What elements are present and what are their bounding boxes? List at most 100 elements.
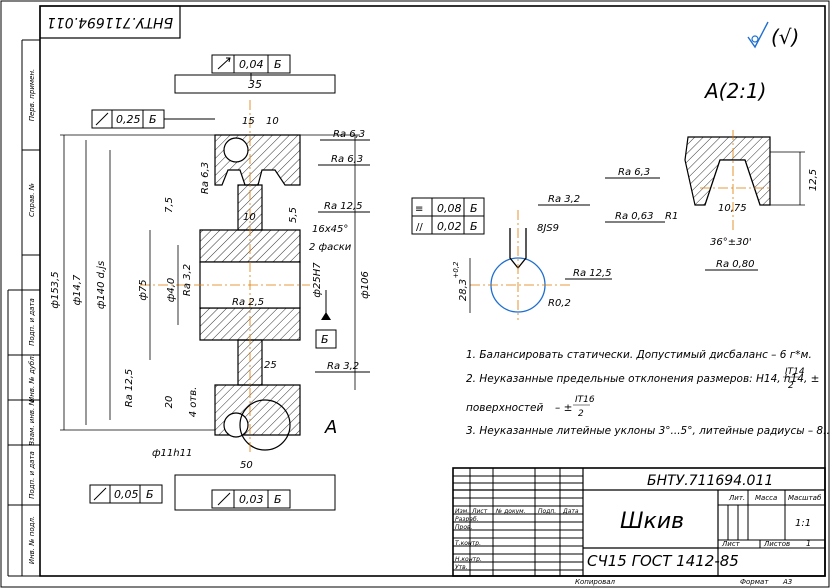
left-runout-value: 0,25: [116, 113, 141, 126]
dim-153: ф153,5: [50, 271, 61, 308]
dim-25: 25: [264, 360, 277, 371]
dim-12-5: 12,5: [808, 169, 819, 191]
tb-ndoc: № докум.: [495, 508, 526, 515]
key-sym-value: 0,08: [437, 202, 462, 215]
dim-4-holes: 4 отв.: [188, 387, 199, 418]
section-label-a: А: [324, 417, 337, 438]
dim-50: 50: [240, 460, 253, 471]
bottom-left-runout-base: Б: [146, 488, 154, 501]
roughness-sign-text: (√): [771, 25, 799, 49]
dimension-50-frame: [174, 474, 336, 511]
dim-147: ф14,7: [72, 274, 83, 305]
key-sym-base: Б: [470, 202, 478, 215]
tb-listov: Листов: [763, 540, 790, 548]
tb-kopiroval: Копировал: [575, 578, 616, 586]
bottom-left-runout-value: 0,05: [114, 488, 139, 501]
dim-10b: 10: [243, 212, 256, 223]
dim-25h7: ф25Н7: [312, 262, 323, 298]
dim-75: ф75: [138, 279, 149, 300]
ra-125-a: Ra 12,5: [324, 201, 363, 212]
tb-data: Дата: [562, 508, 579, 515]
note-2-frac2-top: IT16: [575, 395, 595, 405]
section-a-detail: [684, 130, 805, 230]
ra-63-b: Ra 6,3: [331, 154, 363, 165]
tb-massa: Масса: [755, 494, 777, 502]
tb-scale-value: 1:1: [795, 518, 811, 529]
tb-podp: Подп.: [538, 508, 556, 515]
note-1: 1. Балансировать статически. Допустимый …: [466, 349, 812, 361]
ra-25: Ra 2,5: [232, 297, 264, 308]
podp-data-label-2: Подп. и дата: [28, 451, 36, 499]
dim-40: ф4,0: [166, 278, 177, 302]
tb-list: Лист: [721, 540, 741, 548]
left-runout-base: Б: [149, 113, 157, 126]
podp-data-label-1: Подп. и дата: [28, 298, 36, 346]
key-par-value: 0,02: [437, 220, 462, 233]
general-roughness-sign: (√): [747, 21, 799, 49]
tb-izm: Изм.: [455, 508, 469, 515]
top-runout-base: Б: [274, 58, 282, 71]
dim-15: 15: [242, 116, 255, 127]
dim-5-5: 5,5: [288, 207, 299, 223]
tb-format: Формат: [740, 578, 769, 586]
tb-utv: Утв.: [455, 564, 468, 571]
section-a-title: А(2:1): [703, 79, 766, 103]
dim-10a: 10: [266, 116, 279, 127]
note-2-frac-bot: 2: [788, 381, 794, 391]
tb-tkontr: Т.контр.: [455, 540, 481, 547]
tb-listov-value: 1: [806, 539, 811, 548]
inv-dubl-label: Инв. № дубл.: [28, 354, 36, 402]
perv-primen-label: Перв. примен.: [28, 69, 36, 122]
vzam-inv-label: Взам. инв. №: [28, 398, 36, 446]
tb-nkontr: Н.контр.: [455, 556, 482, 563]
tolerance-frame-top: 0,04 Б: [211, 54, 291, 80]
datum-b: Б: [315, 290, 337, 349]
ra-63-a: Ra 6,3: [333, 129, 365, 140]
dim-20: 20: [164, 396, 175, 409]
note-2-a: 2. Неуказанные предельные отклонения раз…: [466, 373, 819, 385]
inv-podl-label: Инв. № подл.: [28, 516, 36, 564]
ra-063: Ra 0,63: [615, 211, 654, 222]
dim-35-text: 35: [248, 78, 262, 91]
ra-32-b: Ra 3,2: [327, 361, 359, 372]
dim-chamfer-2: 2 фаски: [309, 242, 352, 253]
sym-icon: ≡: [415, 204, 423, 215]
tolerance-frame-left: 0,25 Б: [91, 109, 215, 129]
dim-7-5: 7,5: [164, 197, 175, 213]
keyway-tolerance-frame: ≡ // 0,08 Б 0,02 Б: [411, 197, 485, 235]
tolerance-frame-bottom-left: 0,05 Б: [89, 484, 163, 504]
dim-10-75: 10,75: [718, 203, 747, 214]
tb-format-value: А3: [782, 578, 792, 586]
dim-11h11: ф11h11: [152, 448, 192, 459]
tb-razrab: Разраб.: [455, 516, 479, 523]
key-par-base: Б: [470, 220, 478, 233]
tb-masshtab: Масштаб: [788, 494, 822, 502]
technical-notes: 1. Балансировать статически. Допустимый …: [466, 349, 830, 437]
tb-list-col: Лист: [471, 508, 488, 515]
ra-32-c: Ra 3,2: [548, 194, 580, 205]
note-2-frac2-bot: 2: [578, 409, 584, 419]
dim-angle: 36°±30': [710, 237, 752, 248]
top-stamp-box: [39, 5, 181, 39]
note-3: 3. Неуказанные литейные уклоны 3°...5°, …: [466, 425, 830, 437]
tb-part-name: Шкив: [620, 509, 684, 534]
ra-125-b: Ra 12,5: [124, 369, 135, 408]
parallel-icon: //: [416, 222, 423, 233]
dimension-35: 35: [174, 74, 336, 94]
note-2-c: – ±: [555, 402, 572, 414]
dim-28-3-tol: +0,2: [452, 261, 460, 279]
bottom-runout-base: Б: [274, 493, 282, 506]
dim-106: ф106: [360, 271, 371, 299]
ra-63-d: Ra 6,3: [618, 167, 650, 178]
tolerance-frame-bottom: 0,03 Б: [211, 489, 291, 509]
dim-8js9: 8JS9: [537, 223, 559, 234]
tb-prov: Пров.: [455, 524, 473, 531]
keyway-view: [469, 210, 570, 320]
bottom-runout-value: 0,03: [239, 493, 264, 506]
left-strip: [7, 39, 40, 577]
ra-32-a: Ra 3,2: [182, 264, 193, 296]
top-runout-value: 0,04: [239, 58, 264, 71]
title-block: [452, 467, 826, 577]
